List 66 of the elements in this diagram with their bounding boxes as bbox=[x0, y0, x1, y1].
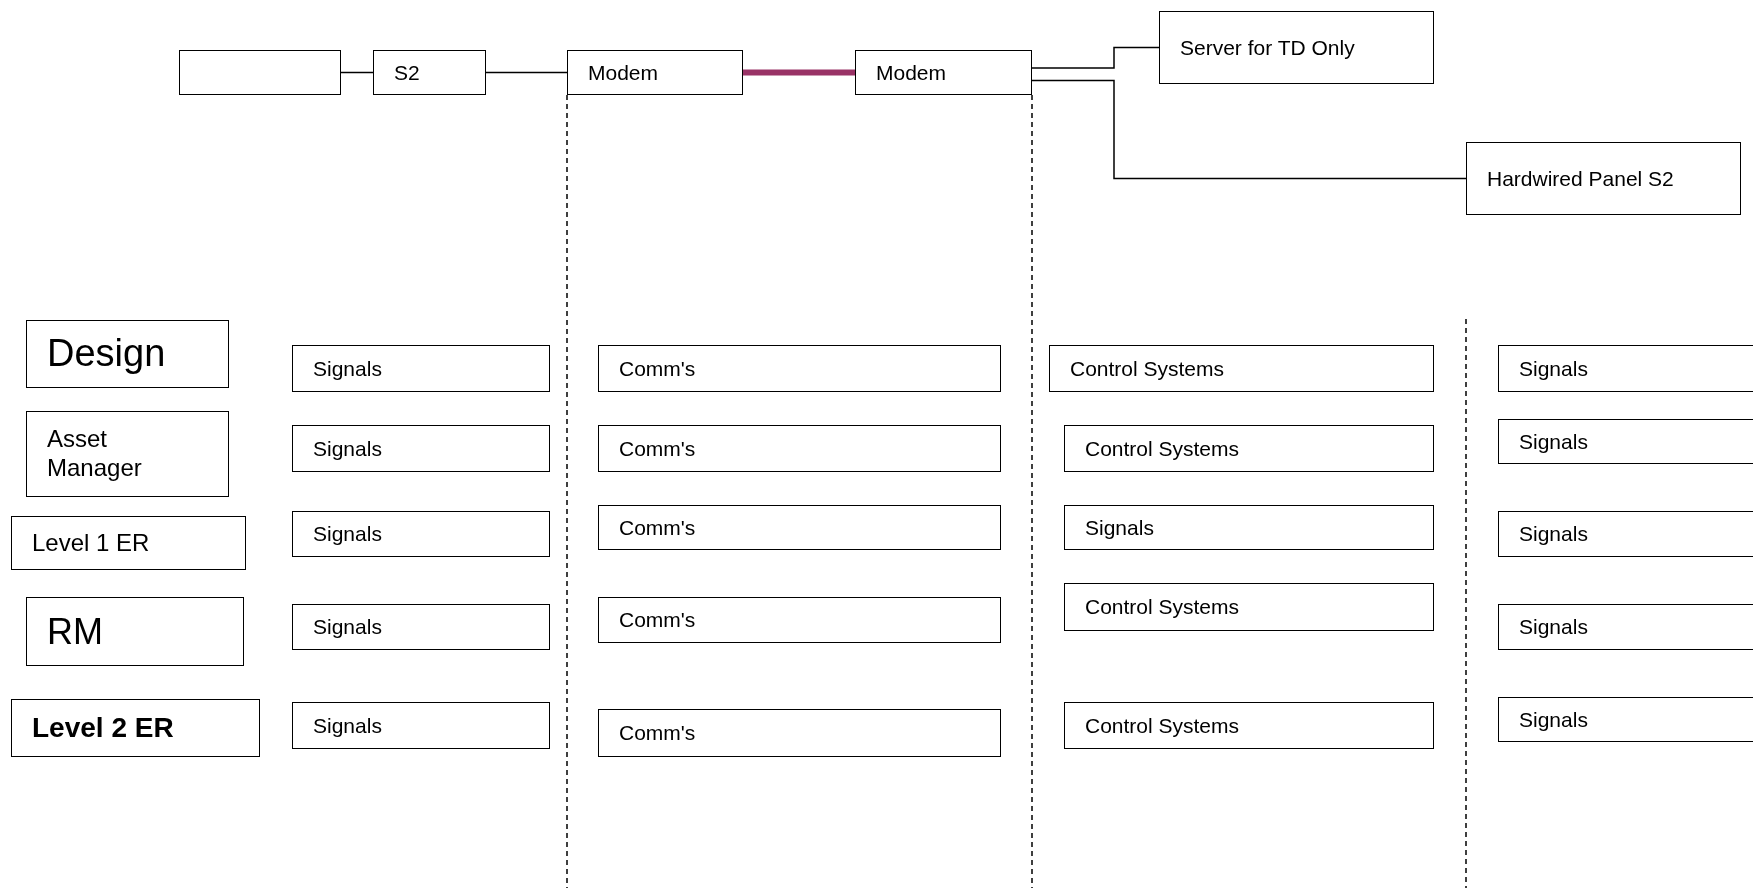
box-label: Design bbox=[47, 331, 166, 377]
label-box bbox=[292, 604, 550, 650]
box-label: Signals bbox=[1519, 614, 1588, 640]
box-label: Signals bbox=[313, 435, 382, 462]
label-box bbox=[1466, 142, 1741, 215]
connector-line bbox=[743, 69, 855, 76]
box-label: Comm's bbox=[619, 607, 696, 633]
label-box bbox=[11, 699, 260, 757]
connector-line bbox=[1031, 79, 1467, 180]
box-label: Control Systems bbox=[1085, 594, 1240, 620]
connector-line bbox=[1031, 46, 1160, 69]
label-box bbox=[26, 597, 244, 666]
box-label: Control Systems bbox=[1070, 355, 1225, 382]
box-label: Signals bbox=[313, 521, 382, 547]
box-label: Modem bbox=[588, 59, 659, 86]
box-label: Signals bbox=[1519, 706, 1588, 733]
box-label: Hardwired Panel S2 bbox=[1487, 165, 1674, 192]
label-box bbox=[1498, 419, 1753, 464]
box-label: Comm's bbox=[619, 514, 696, 541]
label-box bbox=[292, 425, 550, 472]
label-box bbox=[11, 516, 246, 570]
label-box bbox=[1498, 511, 1753, 557]
label-box bbox=[598, 425, 1001, 472]
label-box bbox=[1049, 345, 1434, 392]
label-box bbox=[1498, 697, 1753, 742]
connector-line bbox=[340, 71, 374, 74]
label-box bbox=[1159, 11, 1434, 84]
box-label: Comm's bbox=[619, 435, 696, 462]
box-label: S2 bbox=[394, 59, 420, 86]
label-box bbox=[598, 597, 1001, 643]
box-label: Comm's bbox=[619, 720, 696, 746]
box-label: Asset Manager bbox=[47, 425, 143, 483]
label-box bbox=[567, 50, 743, 95]
box-label: Signals bbox=[313, 712, 382, 739]
label-box bbox=[1064, 702, 1434, 749]
label-box bbox=[292, 702, 550, 749]
box-label: Modem bbox=[876, 59, 947, 86]
label-box bbox=[598, 505, 1001, 550]
label-box bbox=[1498, 345, 1753, 392]
box-label: Control Systems bbox=[1085, 435, 1240, 462]
box-label: Signals bbox=[1519, 355, 1588, 382]
box-label: Signals bbox=[313, 355, 382, 382]
box-label: RM bbox=[47, 609, 103, 654]
label-box bbox=[292, 345, 550, 392]
empty-box bbox=[179, 50, 341, 95]
box-label: Signals bbox=[1085, 514, 1154, 541]
label-box bbox=[598, 709, 1001, 757]
box-label: Level 1 ER bbox=[32, 528, 150, 558]
label-box bbox=[292, 511, 550, 557]
box-label: Signals bbox=[1519, 428, 1588, 455]
label-box bbox=[26, 411, 229, 497]
box-label: Comm's bbox=[619, 355, 696, 382]
box-label: Signals bbox=[313, 614, 382, 640]
label-box bbox=[1498, 604, 1753, 650]
label-box bbox=[1064, 425, 1434, 472]
label-box bbox=[1064, 505, 1434, 550]
box-label: Server for TD Only bbox=[1180, 34, 1355, 61]
label-box bbox=[598, 345, 1001, 392]
label-box bbox=[1064, 583, 1434, 631]
box-label: Level 2 ER bbox=[32, 711, 174, 745]
label-box bbox=[373, 50, 486, 95]
box-label: Signals bbox=[1519, 521, 1588, 547]
connector-line bbox=[485, 71, 568, 74]
label-box bbox=[855, 50, 1032, 95]
box-label: Control Systems bbox=[1085, 712, 1240, 739]
label-box bbox=[26, 320, 229, 388]
